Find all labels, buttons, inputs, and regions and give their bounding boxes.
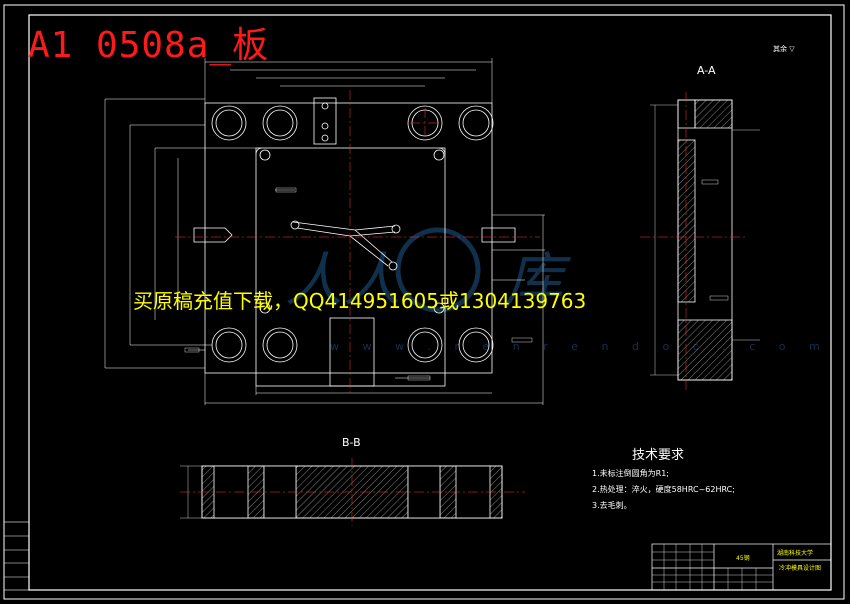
title-block-school: 湖南科技大学 — [777, 550, 814, 557]
section-bb-centerlines — [180, 458, 525, 526]
title-block-material: 45钢 — [736, 555, 750, 562]
plate-outline — [204, 102, 493, 374]
sheet-inner-border — [28, 14, 832, 591]
svg-text:人人: 人人 — [285, 246, 401, 314]
download-ad-overlay: 买原稿充值下载，QQ414951605或1304139763 — [133, 289, 587, 313]
title-block — [651, 543, 832, 591]
left-strip-table — [3, 521, 30, 591]
sheet-outer-border — [3, 4, 845, 600]
roughness-note: 其余 ▽ — [773, 45, 795, 53]
plan-centerlines — [175, 90, 540, 395]
svg-text:w w w . r e n r e n d o c . c: w w w . r e n r e n d o c . c o m — [330, 340, 830, 353]
watermark-logo: 人人 库 w w w . r e n r e n d o c . c o m — [285, 227, 830, 353]
tech-req-heading: 技术要求 — [632, 448, 685, 463]
drawing-title-overlay: A1 0508a_板 — [28, 25, 270, 66]
section-aa-centerline — [640, 92, 745, 390]
tech-req-item: 2.热处理：淬火，硬度58HRC~62HRC; — [592, 485, 735, 494]
section-aa-view — [650, 99, 760, 381]
section-bb-label: B-B — [342, 436, 361, 449]
title-block-drawing-name: 冷冲模具设计图 — [779, 565, 822, 572]
section-aa-label: A-A — [697, 64, 716, 77]
tech-req-item: 3.去毛刺。 — [592, 501, 632, 510]
tech-req-item: 1.未标注倒圆角为R1; — [592, 469, 669, 478]
